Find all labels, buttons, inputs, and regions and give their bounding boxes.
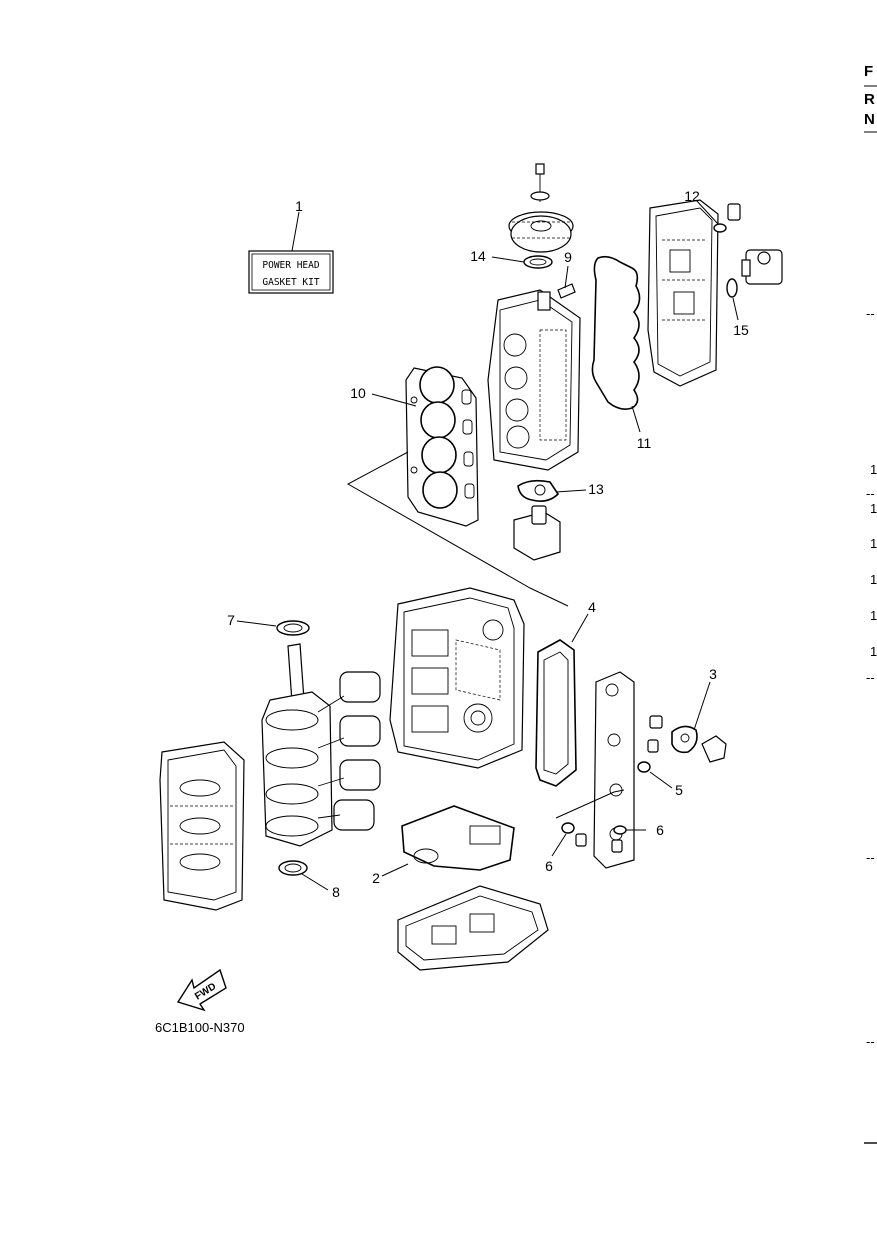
callout-7: 7: [227, 612, 235, 628]
right-edge-text: F R N -- 1 -- 1 1 1 1 1 -- -- --: [864, 63, 877, 1144]
callout-numbers: 1 2 3 4 5 6 6 7 8 9 10 11 12 13 14 15: [227, 188, 749, 900]
edge-num-3: 1: [870, 536, 877, 551]
callout-6-right: 6: [656, 822, 664, 838]
leader-lines: [236, 199, 739, 891]
edge-num-6: 1: [870, 644, 877, 659]
assembly-bracket-lower: [555, 789, 625, 819]
callout-1: 1: [295, 198, 303, 214]
callout-9: 9: [564, 249, 572, 265]
callout-15: 15: [733, 322, 749, 338]
callout-3: 3: [709, 666, 717, 682]
callout-11: 11: [637, 435, 652, 451]
callout-10: 10: [350, 385, 366, 401]
callout-2: 2: [372, 870, 380, 886]
cylinder-head: [487, 163, 581, 471]
cylinder-head-cover: [647, 199, 783, 387]
diagram-code: 6C1B100-N370: [155, 1020, 245, 1035]
edge-num-1: 1: [870, 462, 877, 477]
assembly-bracket-upper: [346, 451, 569, 607]
callout-5: 5: [675, 782, 683, 798]
edge-dash-3: --: [866, 670, 875, 685]
callout-6-left: 6: [545, 858, 553, 874]
gasket-kit-box: POWER HEAD GASKET KIT: [248, 250, 334, 294]
edge-num-2: 1: [870, 501, 877, 516]
crankshaft-assembly: [261, 620, 381, 876]
oil-pan: [397, 885, 549, 971]
callout-13: 13: [588, 481, 604, 497]
fwd-arrow-icon: FWD: [176, 968, 227, 1012]
edge-heading-n: N: [864, 111, 875, 128]
exhaust-cover: [561, 671, 727, 869]
edge-dash-4: --: [866, 850, 875, 865]
edge-num-4: 1: [870, 572, 877, 587]
callout-12: 12: [684, 188, 700, 204]
base-gasket: [401, 805, 515, 871]
callout-14: 14: [470, 248, 486, 264]
edge-num-5: 1: [870, 608, 877, 623]
crankcase-cover: [159, 741, 245, 911]
edge-heading-r: R: [864, 91, 875, 108]
head-cover-gasket: [591, 255, 641, 410]
callout-8: 8: [332, 884, 340, 900]
thermostat-gasket-and-cover: [513, 479, 561, 561]
edge-dash-2: --: [866, 486, 875, 501]
gasket-kit-line2: GASKET KIT: [262, 277, 319, 288]
callout-4: 4: [588, 599, 596, 615]
cylinder-head-gasket: [405, 366, 479, 527]
edge-dash-1: --: [866, 306, 875, 321]
edge-heading-f: F: [864, 63, 873, 80]
cylinder-block: [389, 587, 525, 769]
gasket-kit-line1: POWER HEAD: [262, 260, 319, 271]
exhaust-cover-gasket: [535, 639, 577, 787]
edge-dash-5: --: [866, 1034, 875, 1049]
